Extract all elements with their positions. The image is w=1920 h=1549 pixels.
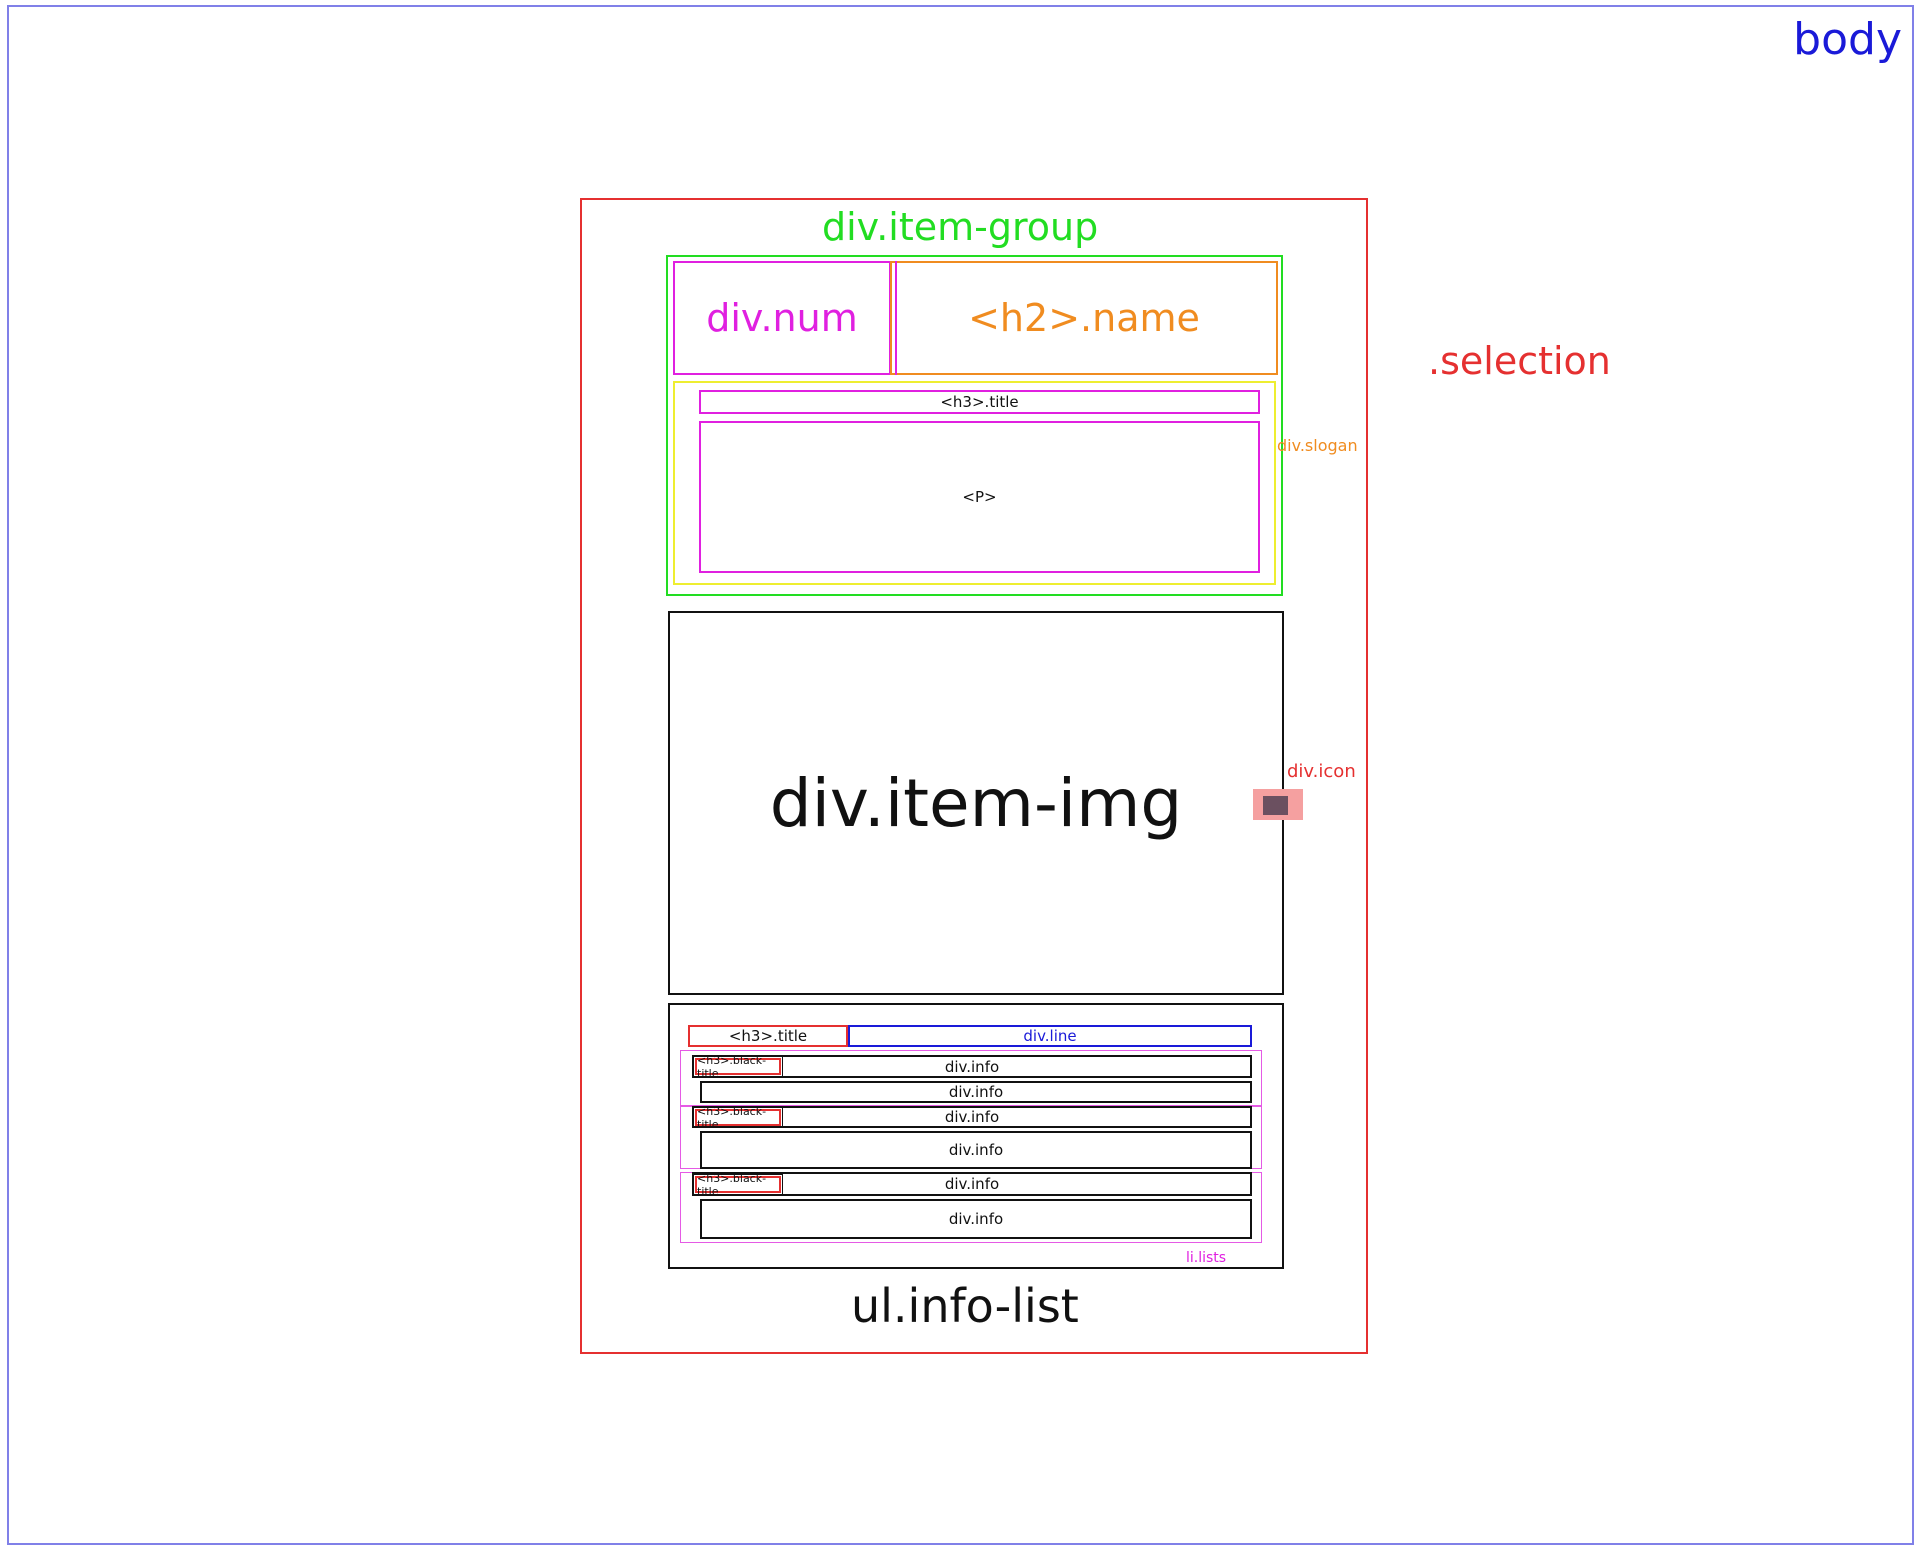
- info-label: div.info: [948, 1210, 1004, 1228]
- name-label: <h2>.name: [968, 296, 1200, 340]
- item-group-box: [666, 255, 1283, 596]
- num-box: div.num: [673, 261, 891, 375]
- lists-label: li.lists: [1186, 1250, 1227, 1266]
- slogan-title-label: <h3>.title: [940, 393, 1019, 411]
- body-label: body: [1793, 14, 1902, 65]
- info-label: div.info: [948, 1141, 1004, 1159]
- slogan-label: div.slogan: [1277, 436, 1358, 455]
- info-box: div.info: [700, 1131, 1252, 1169]
- name-box: <h2>.name: [890, 261, 1278, 375]
- info-box: div.info: [692, 1106, 1252, 1128]
- black-title-label: <h3>.black-title: [697, 1053, 767, 1080]
- line-label: div.line: [1023, 1027, 1077, 1045]
- black-title-label: <h3>.black-title: [697, 1171, 767, 1198]
- icon-inner: [1263, 796, 1288, 815]
- slogan-box: [673, 381, 1276, 585]
- item-group-label: div.item-group: [822, 205, 1099, 249]
- selection-label: .selection: [1428, 339, 1611, 383]
- info-label: div.info: [944, 1108, 1000, 1126]
- selection-box: [580, 198, 1368, 1354]
- black-title-box: <h3>.black-title: [693, 1054, 783, 1080]
- list-item: [680, 1050, 1262, 1106]
- list-title-box: <h3>.title: [688, 1025, 848, 1047]
- info-label: div.info: [944, 1175, 1000, 1193]
- info-list-box: [668, 1003, 1284, 1269]
- info-box: div.info: [700, 1081, 1252, 1103]
- black-title-label: <h3>.black-title: [697, 1104, 767, 1131]
- black-title-box: <h3>.black-title: [693, 1172, 783, 1198]
- info-box: div.info: [692, 1172, 1252, 1196]
- info-label: div.info: [948, 1083, 1004, 1101]
- item-img-label: div.item-img: [769, 764, 1183, 842]
- num-label: div.num: [706, 296, 858, 340]
- info-box: div.info: [692, 1055, 1252, 1078]
- slogan-paragraph-label: <P>: [962, 488, 997, 506]
- info-list-label: ul.info-list: [851, 1279, 1079, 1333]
- slogan-paragraph-box: <P>: [699, 421, 1260, 573]
- name-divider: [895, 261, 897, 375]
- black-title-box: <h3>.black-title: [693, 1105, 783, 1131]
- item-img-box: div.item-img: [668, 611, 1284, 995]
- slogan-title-box: <h3>.title: [699, 390, 1260, 414]
- info-label: div.info: [944, 1057, 1000, 1076]
- body-frame: [7, 5, 1914, 1545]
- list-title-label: <h3>.title: [728, 1027, 808, 1045]
- line-box: div.line: [848, 1025, 1252, 1047]
- info-box: div.info: [700, 1199, 1252, 1239]
- icon-label: div.icon: [1287, 761, 1356, 782]
